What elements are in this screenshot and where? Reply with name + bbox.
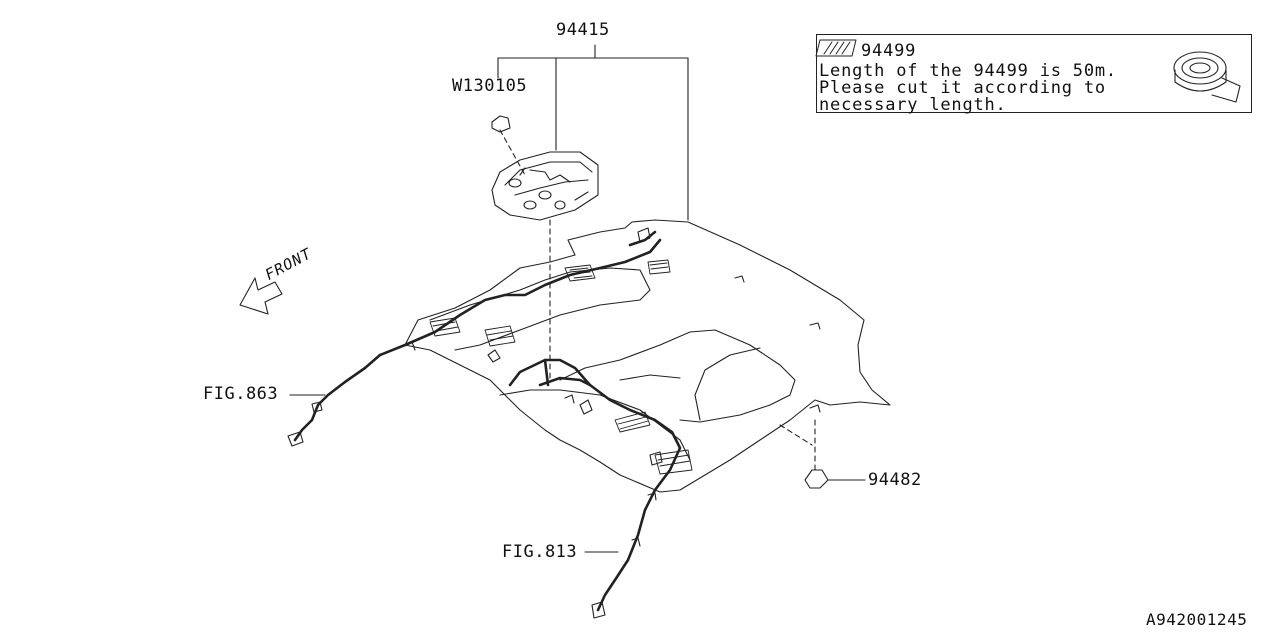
harness-fig-813 [508, 358, 682, 612]
w130105-clip [491, 115, 511, 133]
roof-front-contour [429, 267, 651, 351]
dashed-lines [499, 129, 816, 471]
tape-roll-icon [1173, 51, 1241, 103]
clip-marks [487, 275, 821, 415]
roof-rear-contour [499, 389, 691, 461]
front-arrow [239, 277, 283, 315]
part-label-94482: 94482 [868, 470, 922, 490]
diagram-id: A942001245 [1146, 610, 1248, 629]
part-label-94415: 94415 [556, 20, 610, 40]
note-line-3: necessary length. [819, 95, 1007, 115]
overhead-console [491, 151, 599, 221]
note-box: 94499 Length of the 94499 is 50m. Please… [816, 34, 1252, 115]
note-line-1: Length of the 94499 is 50m. [819, 61, 1117, 81]
roof-headliner [404, 219, 891, 493]
harness-fig-863 [293, 230, 662, 442]
part-label-w130105: W130105 [452, 76, 528, 96]
fig-label-813: FIG.813 [502, 542, 578, 562]
roof-center-contour [559, 329, 796, 423]
tape-swatch-icon [815, 39, 857, 57]
note-line-2: Please cut it according to [819, 78, 1106, 98]
roof-crease-2 [619, 374, 681, 381]
tape-patches [429, 259, 693, 475]
fig-label-863: FIG.863 [203, 384, 279, 404]
roof-side-crease [694, 347, 761, 421]
94415-leader [497, 44, 689, 221]
note-part-number: 94499 [861, 41, 917, 61]
94482-clip [804, 469, 829, 489]
